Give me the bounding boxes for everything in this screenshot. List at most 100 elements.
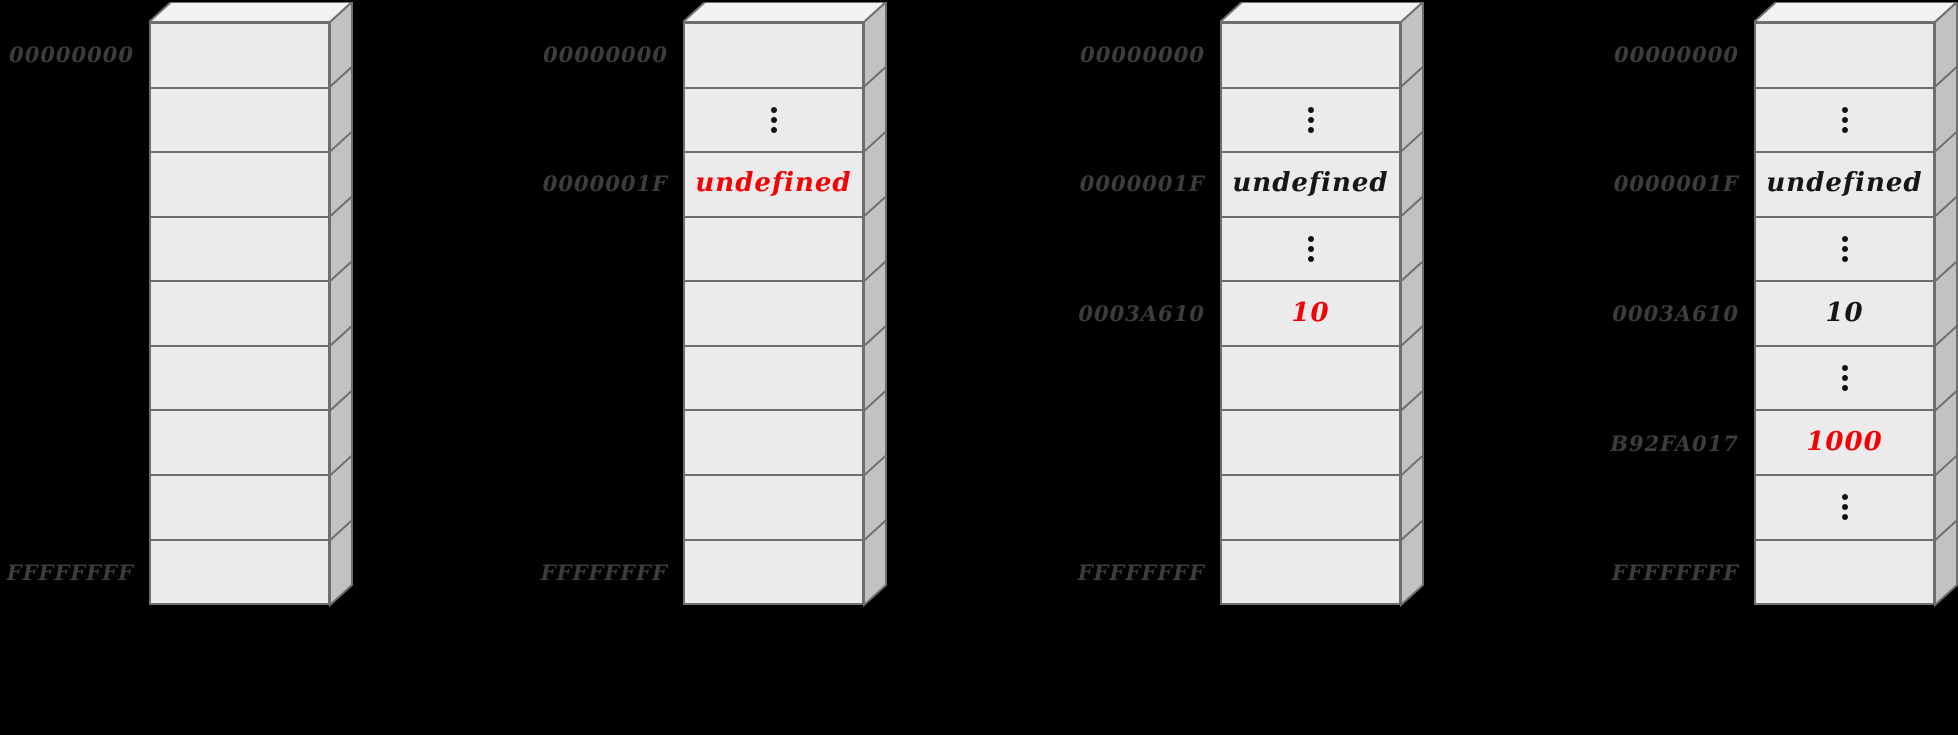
memory-cell: undefined [1754, 151, 1935, 218]
bank-side-face [1400, 2, 1424, 607]
side-divider-line [1934, 195, 1958, 218]
memory-cell [683, 86, 864, 154]
side-divider-line [1400, 454, 1424, 477]
bank-side-face [1934, 2, 1958, 607]
memory-cell [1754, 215, 1935, 283]
memory-cell [683, 344, 864, 412]
side-divider-line [863, 519, 887, 541]
side-divider-line [329, 454, 353, 477]
memory-cell [1220, 86, 1401, 154]
side-divider-line [329, 130, 353, 153]
memory-cell: undefined [1220, 151, 1401, 218]
side-divider-line [1400, 195, 1424, 218]
memory-cell [149, 215, 330, 283]
vertical-ellipsis-icon [1841, 235, 1848, 262]
side-divider-line [1400, 519, 1424, 541]
address-label: 0003A610 [1078, 300, 1205, 326]
memory-cell [1754, 22, 1935, 89]
cell-value: 10 [1291, 297, 1330, 328]
address-label: FFFFFFFF [1611, 560, 1739, 586]
side-divider-line [1400, 130, 1424, 153]
side-divider-line [863, 389, 887, 412]
memory-cell [1220, 22, 1401, 89]
side-divider-line [1934, 130, 1958, 153]
memory-cell [1220, 538, 1401, 606]
address-label: 0003A610 [1612, 300, 1739, 326]
memory-cell [149, 22, 330, 89]
address-label: FFFFFFFF [1077, 560, 1205, 586]
memory-cell [149, 473, 330, 541]
side-divider-line [1400, 66, 1424, 88]
memory-cell [1220, 473, 1401, 541]
memory-cell [1754, 86, 1935, 154]
address-label: FFFFFFFF [540, 560, 668, 586]
memory-cell [683, 409, 864, 476]
side-divider-line [863, 260, 887, 282]
memory-cell [1220, 344, 1401, 412]
bank-1 [149, 22, 330, 606]
memory-cell [149, 409, 330, 476]
memory-cell [1754, 473, 1935, 541]
memory-cell [1220, 215, 1401, 283]
side-divider-line [329, 519, 353, 541]
bank-2-3d-faces [683, 2, 888, 607]
memory-cell: 1000 [1754, 409, 1935, 476]
bank-side-face [863, 2, 887, 607]
address-label: 0000001F [1613, 171, 1739, 197]
address-label: FFFFFFFF [6, 560, 134, 586]
side-divider-line [1400, 260, 1424, 282]
memory-cell [149, 538, 330, 606]
address-label: 0000001F [1079, 171, 1205, 197]
side-divider-line [863, 325, 887, 347]
bank-top-face [1220, 2, 1425, 23]
vertical-ellipsis-icon [1841, 494, 1848, 521]
address-label: 0000001F [542, 171, 668, 197]
address-label: 00000000 [9, 41, 134, 67]
cell-value: 1000 [1806, 426, 1883, 457]
side-divider-line [329, 260, 353, 282]
memory-cell [683, 215, 864, 283]
bank-4: undefined 10 1000 [1754, 22, 1935, 606]
side-divider-line [1934, 389, 1958, 412]
cell-value: 10 [1825, 297, 1864, 328]
bank-top-face [149, 2, 354, 23]
side-divider-line [329, 66, 353, 88]
side-divider-line [863, 195, 887, 218]
side-divider-line [1934, 519, 1958, 541]
side-divider-line [1934, 325, 1958, 347]
bank-top-face [1754, 2, 1958, 23]
memory-cell: undefined [683, 151, 864, 218]
address-label: 00000000 [1614, 41, 1739, 67]
bank-2: undefined [683, 22, 864, 606]
side-divider-line [1400, 389, 1424, 412]
bank-top-face [683, 2, 888, 23]
memory-cell [149, 344, 330, 412]
memory-cell [149, 280, 330, 347]
address-label: 00000000 [1080, 41, 1205, 67]
side-divider-line [1934, 454, 1958, 477]
memory-cell [149, 86, 330, 154]
vertical-ellipsis-icon [770, 106, 777, 133]
side-divider-line [1934, 260, 1958, 282]
memory-cell [1754, 344, 1935, 412]
side-divider-line [1934, 66, 1958, 88]
memory-cell: 10 [1220, 280, 1401, 347]
bank-3: undefined 10 [1220, 22, 1401, 606]
cell-value: undefined [1766, 168, 1923, 199]
vertical-ellipsis-icon [1841, 106, 1848, 133]
bank-3-3d-faces [1220, 2, 1425, 607]
side-divider-line [863, 130, 887, 153]
vertical-ellipsis-icon [1307, 106, 1314, 133]
cell-value: undefined [695, 168, 852, 199]
address-label: B92FA017 [1610, 430, 1739, 456]
cell-value: undefined [1232, 168, 1389, 199]
side-divider-line [863, 66, 887, 88]
memory-cell [683, 473, 864, 541]
vertical-ellipsis-icon [1841, 365, 1848, 392]
memory-cell: 10 [1754, 280, 1935, 347]
side-divider-line [863, 454, 887, 477]
side-divider-line [329, 195, 353, 218]
memory-cell [683, 280, 864, 347]
side-divider-line [1400, 325, 1424, 347]
